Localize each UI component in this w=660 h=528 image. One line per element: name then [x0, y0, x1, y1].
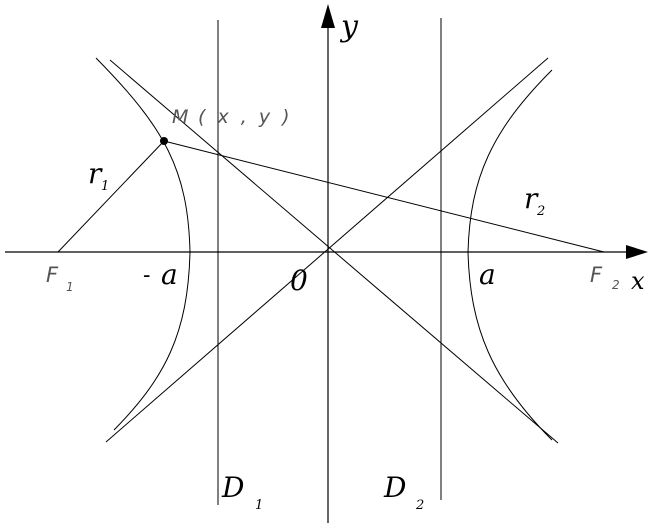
- y-axis-arrow-icon: [321, 4, 335, 28]
- neg-a-dash: -: [143, 263, 150, 288]
- point-m-dot: [160, 137, 168, 145]
- x-axis-arrow-icon: [626, 245, 648, 259]
- r1-subscript: 1: [101, 179, 109, 194]
- focal-radius-r1: [57, 140, 165, 253]
- asymptote-ascending: [105, 57, 549, 443]
- focus-f2-subscript: 2: [612, 278, 620, 292]
- x-axis-label: x: [631, 267, 645, 295]
- directrix-d1-subscript: 1: [255, 498, 263, 513]
- hyperbola-left-branch: [95, 57, 191, 431]
- r2-label: r: [524, 182, 539, 215]
- pos-a-label: a: [479, 258, 496, 291]
- directrix-d1-label: D: [221, 471, 244, 504]
- hyperbola-right-branch: [467, 69, 553, 441]
- asymptote-descending: [109, 59, 559, 444]
- focus-f1-label: F: [46, 263, 59, 287]
- directrix-d2-subscript: 2: [415, 498, 424, 513]
- r2-subscript: 2: [536, 204, 545, 219]
- point-m-label: M: [172, 106, 188, 128]
- origin-label: 0: [290, 264, 308, 297]
- point-m-coordinates: ( x , y ): [198, 106, 293, 128]
- neg-a-label: a: [161, 258, 178, 291]
- r1-label: r: [88, 157, 103, 190]
- y-axis-label: y: [339, 9, 359, 44]
- focus-f2-label: F: [590, 263, 603, 287]
- focus-f1-subscript: 1: [66, 280, 74, 294]
- directrix-d2-label: D: [383, 471, 406, 504]
- focal-radius-r2: [163, 140, 605, 253]
